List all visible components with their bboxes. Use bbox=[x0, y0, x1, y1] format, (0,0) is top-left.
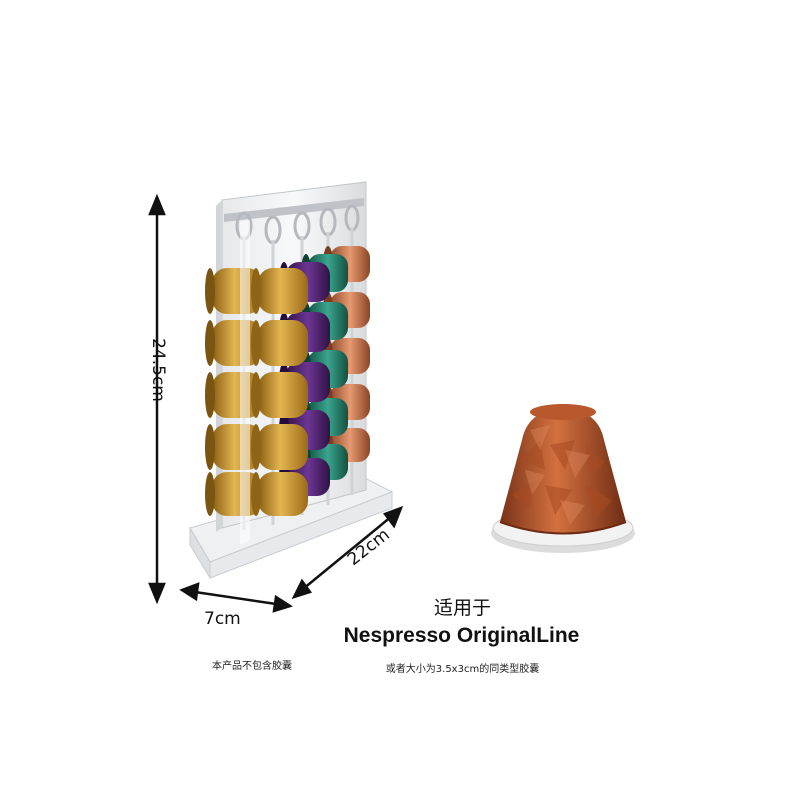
compatible-line-title: Nespresso OriginalLine bbox=[343, 624, 580, 647]
width-dimension-label: 7cm bbox=[204, 609, 241, 629]
capsule-size-note: 或者大小为3.5x3cm的同类型胶囊 bbox=[385, 664, 540, 675]
single-capsule bbox=[491, 404, 635, 553]
rack-front-plate bbox=[240, 220, 250, 545]
height-dimension-label: 24.5cm bbox=[148, 338, 168, 402]
compatible-with-label: 适用于 bbox=[433, 597, 491, 619]
capsule-column-gold-front bbox=[251, 268, 308, 516]
width-arrow bbox=[179, 582, 293, 613]
height-arrow bbox=[148, 193, 166, 605]
capsules-not-included-note: 本产品不包含胶囊 bbox=[212, 661, 292, 672]
depth-arrow bbox=[291, 505, 404, 600]
